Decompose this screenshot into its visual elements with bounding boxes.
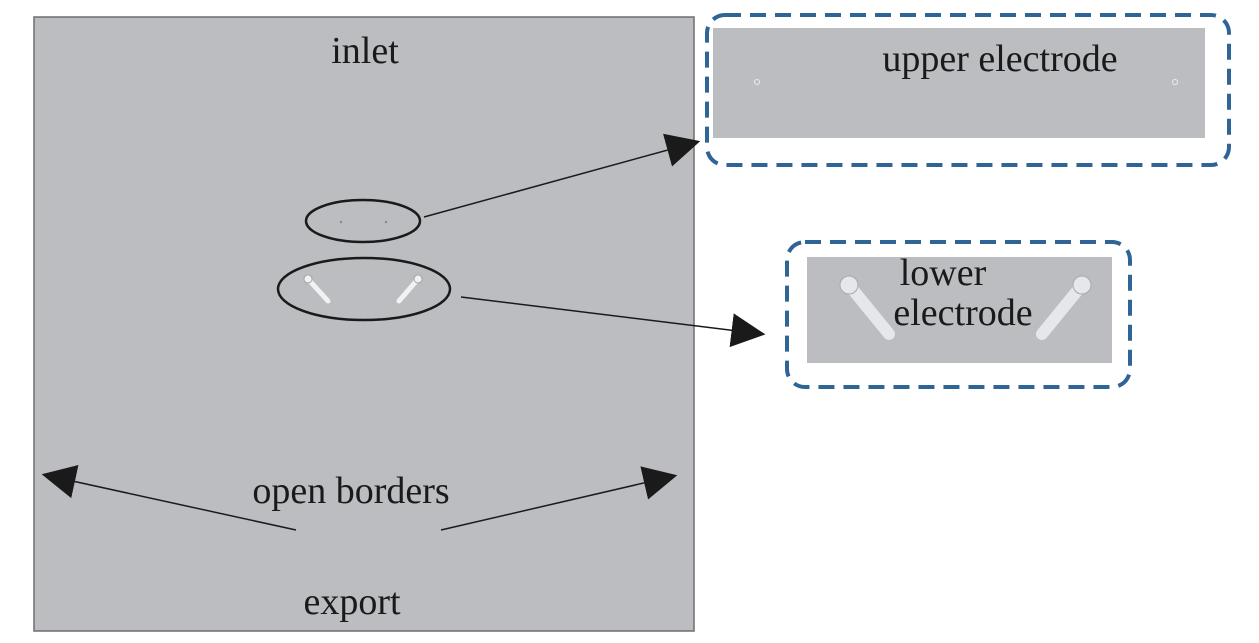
lower-electrode-label-line2: electrode — [893, 292, 1032, 334]
upper-electrode-callout-frame — [705, 13, 1231, 167]
upper-electrode-marker-ellipse — [304, 198, 422, 244]
upper-electrode-leader-arrow — [423, 133, 701, 218]
lower-electrode-callout-frame — [785, 240, 1132, 389]
upper-electrode-zoom-panel — [713, 28, 1205, 138]
open-border-left-arrow — [41, 464, 297, 531]
upper-electrode-label: upper electrode — [882, 38, 1117, 80]
upper-electrode-point-right — [384, 220, 388, 224]
upper-electrode-point-left — [339, 220, 343, 224]
inlet-label: inlet — [331, 30, 399, 72]
lower-electrode-marker-ellipse — [276, 256, 452, 322]
lower-electrode-small-left — [303, 274, 331, 304]
export-label: export — [303, 581, 401, 623]
computational-domain — [33, 16, 695, 632]
lower-electrode-zoom-left — [839, 275, 895, 340]
upper-electrode-zoom-point-left — [754, 79, 760, 85]
lower-electrode-label-line1: lower — [900, 252, 987, 294]
lower-electrode-leader-arrow — [460, 296, 766, 348]
open-border-right-arrow — [440, 466, 678, 531]
lower-electrode-small-right — [396, 274, 423, 304]
lower-electrode-zoom-right — [1036, 275, 1092, 340]
open-borders-label: open borders — [252, 470, 449, 512]
upper-electrode-zoom-point-right — [1172, 79, 1178, 85]
